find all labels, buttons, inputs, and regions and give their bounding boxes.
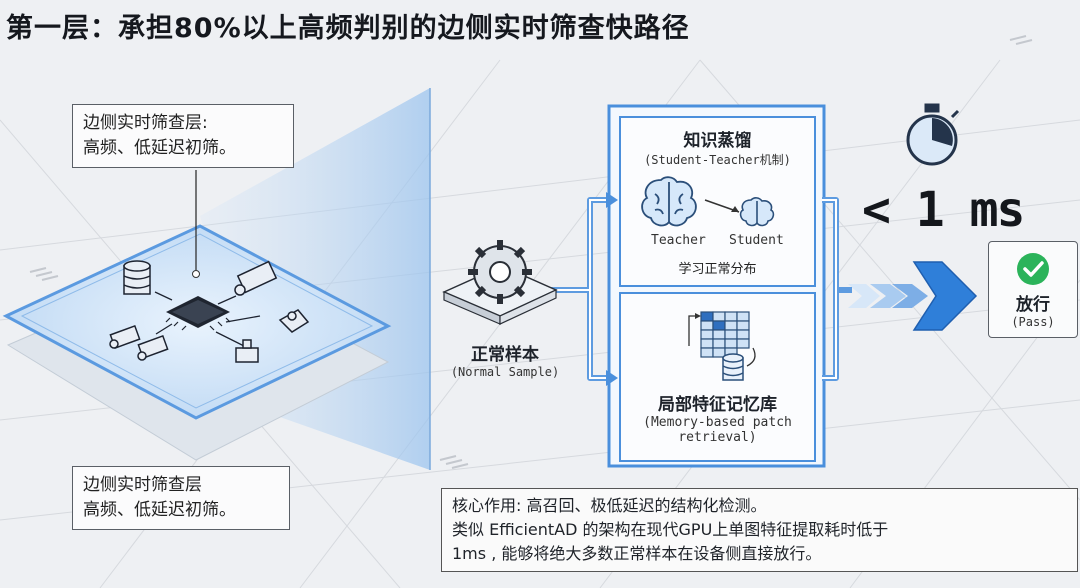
check-icon <box>1017 253 1049 285</box>
teacher-label: Teacher <box>651 233 706 248</box>
pass-en: (Pass) <box>1011 315 1055 329</box>
processor-chip-icon <box>165 296 231 331</box>
stopwatch-icon <box>906 103 960 166</box>
callout-title: 边侧实时筛查层 <box>83 475 202 495</box>
memory-title: 局部特征记忆库 <box>658 395 777 415</box>
database-icon <box>722 353 744 381</box>
camera-icon <box>137 335 169 361</box>
dome-camera-icon <box>278 309 310 333</box>
student-brain-icon <box>739 197 775 227</box>
knowledge-distillation-panel: 知识蒸馏 (Student-Teacher机制) Teacher Student… <box>619 116 816 287</box>
callout-title: 边侧实时筛查层: <box>83 113 208 133</box>
student-label: Student <box>729 233 784 248</box>
memory-en-line1: (Memory-based patch <box>643 415 792 430</box>
feature-grid-icon <box>700 311 750 358</box>
kd-subtitle: (Student-Teacher机制) <box>644 153 791 167</box>
core-line-3: 1ms , 能够将绝大多数正常样本在设备侧直接放行。 <box>452 544 822 563</box>
teacher-brain-icon <box>641 176 697 227</box>
kd-title: 知识蒸馏 <box>683 131 752 151</box>
pass-box: 放行 (Pass) <box>988 241 1078 338</box>
normal-sample-label: 正常样本 <box>471 345 539 365</box>
sensor-icon <box>235 339 259 363</box>
camera-icon <box>234 260 278 296</box>
callout-desc: 高频、低延迟初筛。 <box>83 138 236 158</box>
latency-label: < 1 ms <box>862 182 1025 238</box>
fast-path-arrow-icon <box>848 261 978 331</box>
callout-desc: 高频、低延迟初筛。 <box>83 500 236 520</box>
edge-layer-callout-top: 边侧实时筛查层: 高频、低延迟初筛。 <box>72 104 294 168</box>
page-title: 第一层：承担80%以上高频判别的边侧实时筛查快路径 <box>6 13 690 44</box>
normal-sample-en: (Normal Sample) <box>450 365 560 379</box>
database-icon <box>123 260 151 295</box>
kd-caption: 学习正常分布 <box>678 262 757 277</box>
core-line-2: 类似 EfficientAD 的架构在现代GPU上单图特征提取耗时低于 <box>452 520 889 539</box>
edge-layer-callout-bottom: 边侧实时筛查层 高频、低延迟初筛。 <box>72 466 290 530</box>
camera-icon <box>109 325 141 349</box>
core-line-1: 核心作用: 高召回、极低延迟的结构化检测。 <box>452 496 767 515</box>
gear-icon <box>442 240 558 325</box>
memory-bank-panel: 局部特征记忆库 (Memory-based patch retrieval) <box>619 292 816 462</box>
memory-en-line2: retrieval) <box>678 430 757 445</box>
core-description-box: 核心作用: 高召回、极低延迟的结构化检测。 类似 EfficientAD 的架构… <box>441 488 1078 572</box>
pass-label: 放行 <box>1016 295 1050 315</box>
